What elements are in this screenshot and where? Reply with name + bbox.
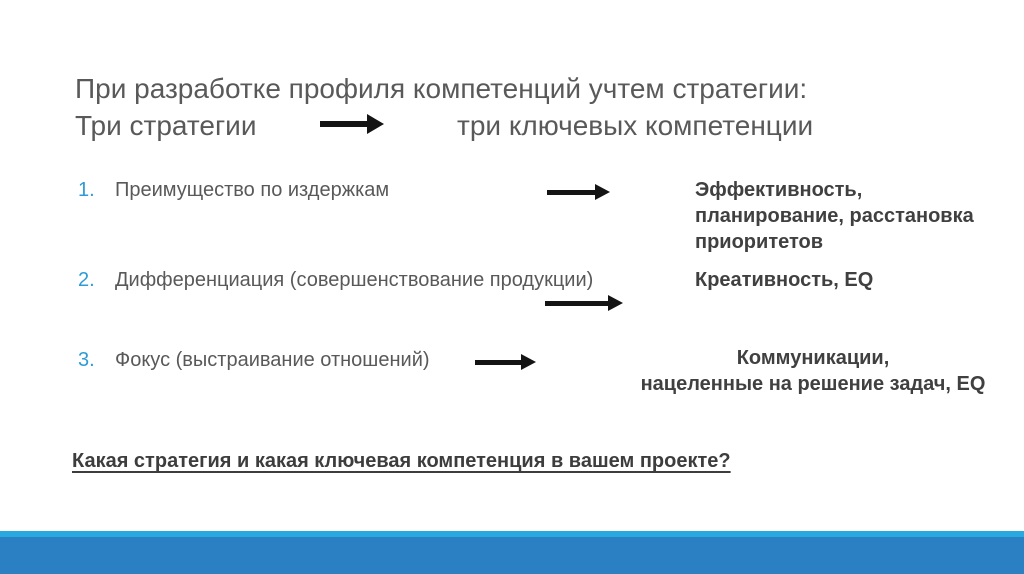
competence-2: Креативность, EQ [695, 267, 1015, 293]
arrow-shaft [547, 189, 595, 195]
list-number-3: 3. [78, 349, 95, 371]
slide-title-line2-right: три ключевых компетенции [457, 110, 814, 141]
arrow-head [367, 114, 384, 134]
right-arrow-icon [547, 183, 610, 201]
competence-3: Коммуникации, нацеленные на решение зада… [613, 345, 1013, 397]
arrow-shaft [475, 359, 521, 365]
bottom-bar [0, 537, 1024, 574]
right-arrow-icon [320, 114, 384, 134]
question-text: Какая стратегия и какая ключевая компете… [72, 450, 731, 472]
competence-3-line1: Коммуникации, [736, 347, 890, 369]
arrow-shaft [545, 300, 608, 306]
slide-title-line2-left: Три стратегии [75, 110, 257, 141]
right-arrow-icon [475, 353, 536, 371]
competence-1-line3: приоритетов [695, 231, 824, 253]
strategy-label-1: Преимущество по издержкам [115, 179, 390, 201]
arrow-head [521, 354, 536, 370]
bottom-accent-stripe [0, 531, 1024, 537]
list-number-2: 2. [78, 269, 95, 291]
arrow-head [608, 295, 623, 311]
competence-1-line1: Эффективность, [695, 179, 863, 201]
strategy-label-2: Дифференциация (совершенствование продук… [115, 269, 594, 291]
competence-1: Эффективность, планирование, расстановка… [695, 177, 1015, 255]
arrow-head [595, 184, 610, 200]
list-number-1: 1. [78, 179, 95, 201]
competence-2-line1: Креативность, EQ [695, 269, 874, 291]
competence-3-line2: нацеленные на решение задач, EQ [640, 373, 986, 395]
right-arrow-icon [545, 294, 623, 312]
strategy-label-3: Фокус (выстраивание отношений) [115, 349, 430, 371]
competence-1-line2: планирование, расстановка [695, 205, 974, 227]
slide-title-line1: При разработке профиля компетенций учтем… [75, 73, 808, 104]
arrow-shaft [320, 121, 367, 127]
